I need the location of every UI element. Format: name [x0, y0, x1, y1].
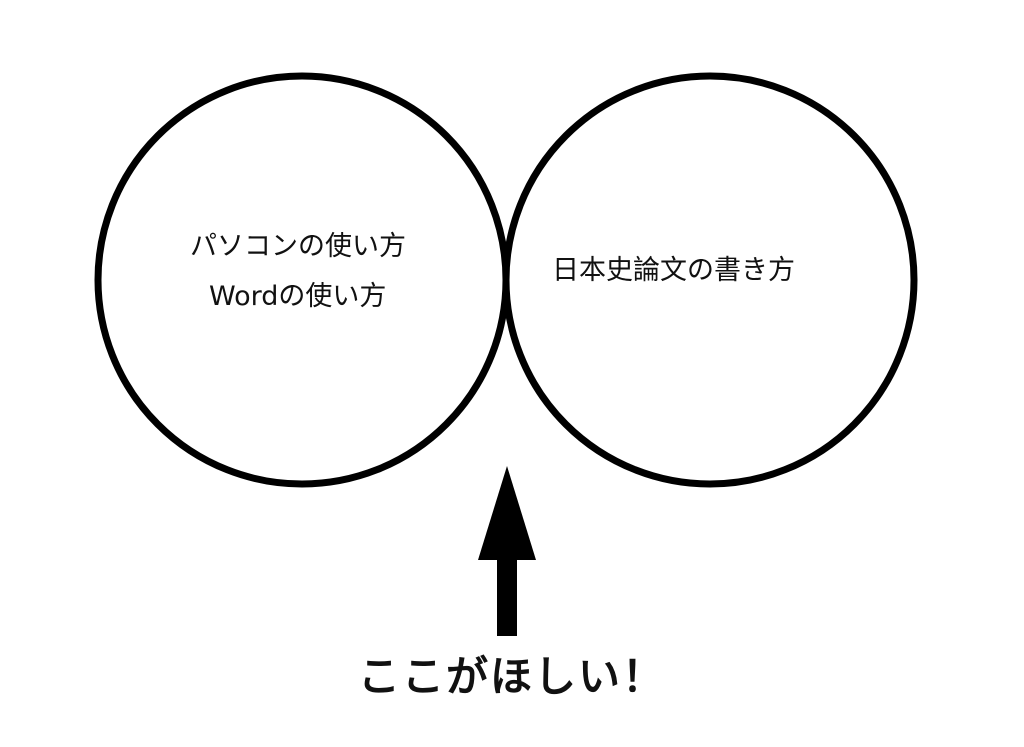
arrow-shaft [497, 558, 517, 636]
left-circle-label-line-2: Wordの使い方 [209, 281, 387, 312]
callout-caption: ここがほしい！ [357, 652, 666, 701]
arrow-up-icon [478, 466, 536, 636]
left-circle-label-line-1: パソコンの使い方 [190, 231, 406, 262]
arrow-head [478, 466, 536, 560]
right-circle-label: 日本史論文の書き方 [552, 255, 795, 286]
left-circle [94, 72, 510, 488]
right-circle [502, 72, 918, 488]
